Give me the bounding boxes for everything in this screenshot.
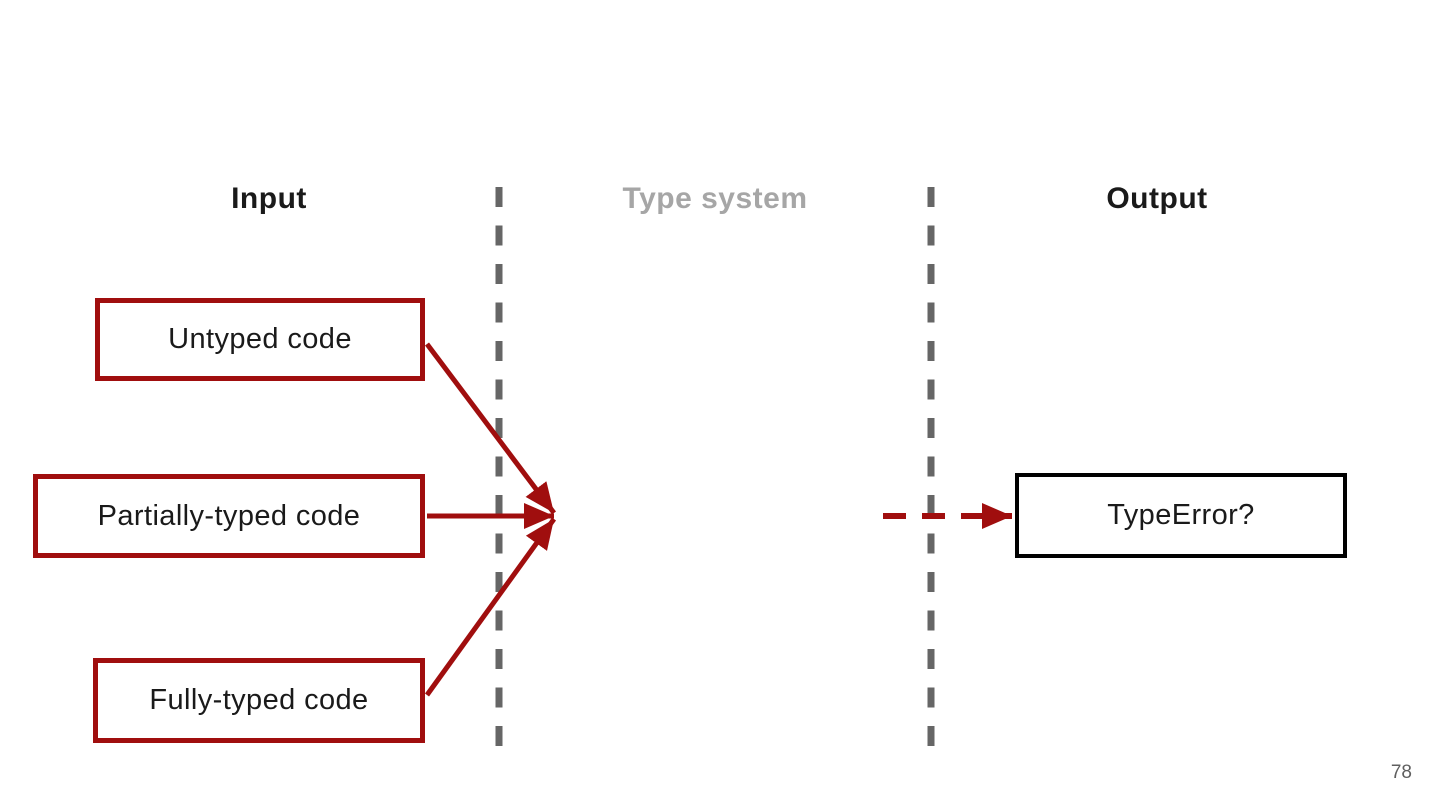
input-box-untyped-code-label: Untyped code: [168, 323, 352, 355]
column-header-output: Output: [1106, 182, 1208, 215]
page-number: 78: [1390, 762, 1412, 783]
input-box-untyped-code: Untyped code: [95, 298, 425, 381]
arrow-untyped-to-typesystem-icon: [425, 342, 556, 515]
input-box-partially-typed-code: Partially-typed code: [33, 474, 425, 558]
output-box-typeerror: TypeError?: [1015, 473, 1347, 558]
input-box-fully-typed-code: Fully-typed code: [93, 658, 425, 743]
output-box-typeerror-label: TypeError?: [1107, 499, 1255, 531]
column-header-type-system: Type system: [622, 182, 808, 215]
input-box-fully-typed-code-label: Fully-typed code: [149, 684, 369, 716]
input-box-partially-typed-code-label: Partially-typed code: [97, 499, 361, 532]
column-header-input: Input: [231, 182, 307, 215]
arrow-fully-typed-to-typesystem-icon: [424, 517, 557, 697]
